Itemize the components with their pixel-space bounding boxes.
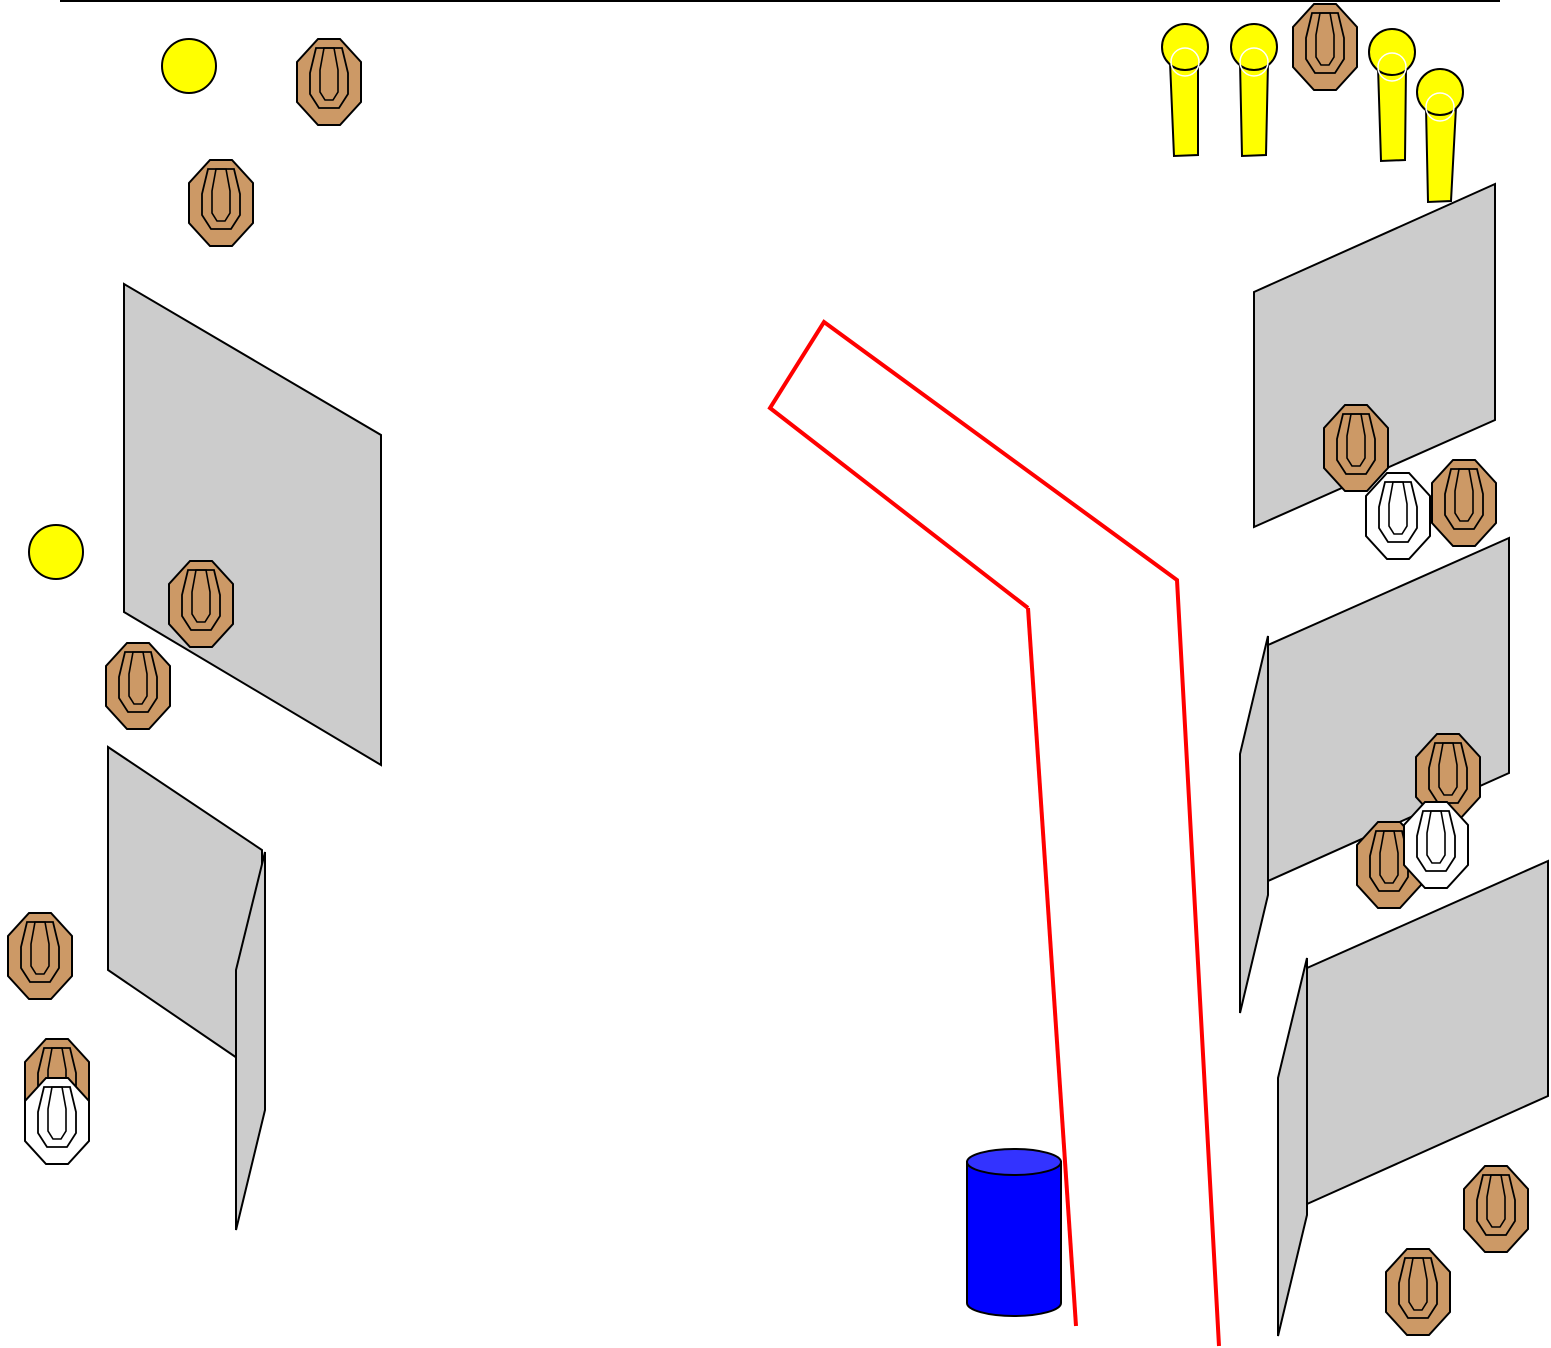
cardboard-target-icon xyxy=(168,560,234,648)
cardboard-target-icon xyxy=(296,38,362,126)
cardboard-target-icon xyxy=(188,159,254,247)
cardboard-target-icon xyxy=(1385,1248,1451,1336)
steel-plate-icon xyxy=(161,38,217,94)
steel-plate-icon xyxy=(28,524,84,580)
no-shoot-target-icon xyxy=(1403,801,1469,889)
cardboard-target-icon xyxy=(1431,459,1497,547)
wall-right-bottom xyxy=(1306,859,1549,1206)
popper-icon xyxy=(1161,23,1209,158)
popper-icon xyxy=(1416,68,1464,204)
fault-line xyxy=(767,319,1221,1347)
wall-right-top xyxy=(1253,182,1496,529)
cardboard-target-icon xyxy=(105,642,171,730)
cardboard-target-icon xyxy=(1463,1165,1529,1253)
no-shoot-target-icon xyxy=(1365,472,1431,560)
cardboard-target-icon xyxy=(1292,3,1358,91)
no-shoot-target-icon xyxy=(24,1077,90,1165)
popper-icon xyxy=(1230,23,1278,158)
fault-line xyxy=(1026,607,1078,1327)
barrel-icon xyxy=(966,1148,1062,1317)
cardboard-target-icon xyxy=(1323,404,1389,492)
wall-right-bottom-edge xyxy=(1277,957,1308,1337)
wall-left-lower-edge xyxy=(235,851,266,1231)
wall-right-middle-edge xyxy=(1239,635,1269,1014)
popper-icon xyxy=(1368,28,1416,163)
cardboard-target-icon xyxy=(7,912,73,1000)
